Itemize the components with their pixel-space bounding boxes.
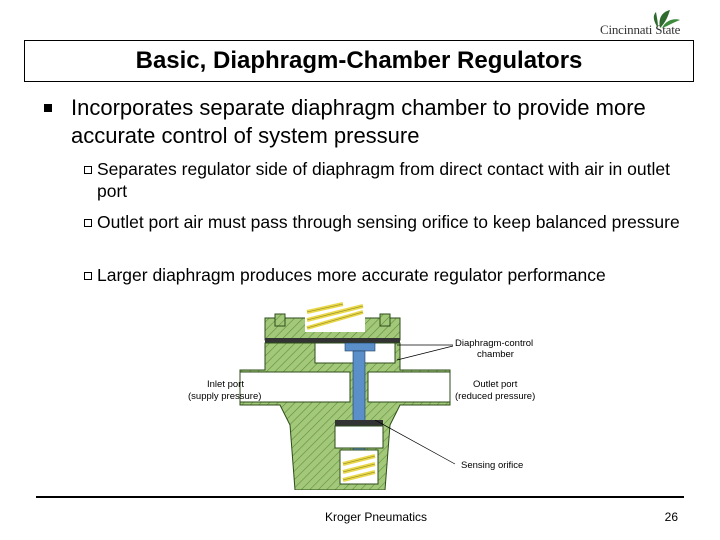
- cincinnati-state-logo: Cincinnati State: [600, 8, 692, 40]
- sub-bullet: Outlet port air must pass through sensin…: [84, 211, 694, 233]
- sub-bullet: Larger diaphragm produces more accurate …: [84, 264, 694, 286]
- leaf-icon: [653, 10, 680, 28]
- inlet-port: [239, 371, 351, 403]
- sub-bullet-text: Larger diaphragm produces more accurate …: [97, 265, 606, 285]
- spring: [305, 302, 365, 332]
- footer-text: Kroger Pneumatics: [324, 510, 428, 524]
- hollow-square-bullet-icon: [84, 166, 92, 174]
- sensing-orifice-label: Sensing orifice: [461, 460, 523, 471]
- diaphragm: [265, 338, 400, 343]
- outlet-port: [367, 371, 451, 403]
- chamber-label-line2: chamber: [477, 349, 514, 360]
- outlet-label: Outlet port: [473, 379, 518, 390]
- slide-title: Basic, Diaphragm-Chamber Regulators: [135, 47, 583, 74]
- hollow-square-bullet-icon: [84, 219, 92, 227]
- sub-bullet: Separates regulator side of diaphragm fr…: [84, 158, 694, 202]
- main-bullet: Incorporates separate diaphragm chamber …: [44, 94, 684, 150]
- bottom-spring: [339, 449, 379, 485]
- outlet-label-line2: (reduced pressure): [455, 391, 535, 402]
- valve-seat: [335, 420, 383, 426]
- regulator-cross-section-diagram: Diaphragm-control chamber Inlet port (su…: [188, 302, 535, 490]
- square-bullet-icon: [44, 104, 52, 112]
- inlet-label: Inlet port: [207, 379, 244, 390]
- chamber-label: Diaphragm-control: [455, 338, 533, 349]
- page-number: 26: [664, 510, 678, 524]
- footer-divider: [36, 496, 684, 498]
- sub-bullet-text: Outlet port air must pass through sensin…: [97, 212, 680, 232]
- sub-bullet-text: Separates regulator side of diaphragm fr…: [97, 159, 670, 201]
- main-bullet-text: Incorporates separate diaphragm chamber …: [71, 95, 646, 148]
- slide-title-box: Basic, Diaphragm-Chamber Regulators: [24, 40, 694, 82]
- hollow-square-bullet-icon: [84, 272, 92, 280]
- inlet-label-line2: (supply pressure): [188, 391, 261, 402]
